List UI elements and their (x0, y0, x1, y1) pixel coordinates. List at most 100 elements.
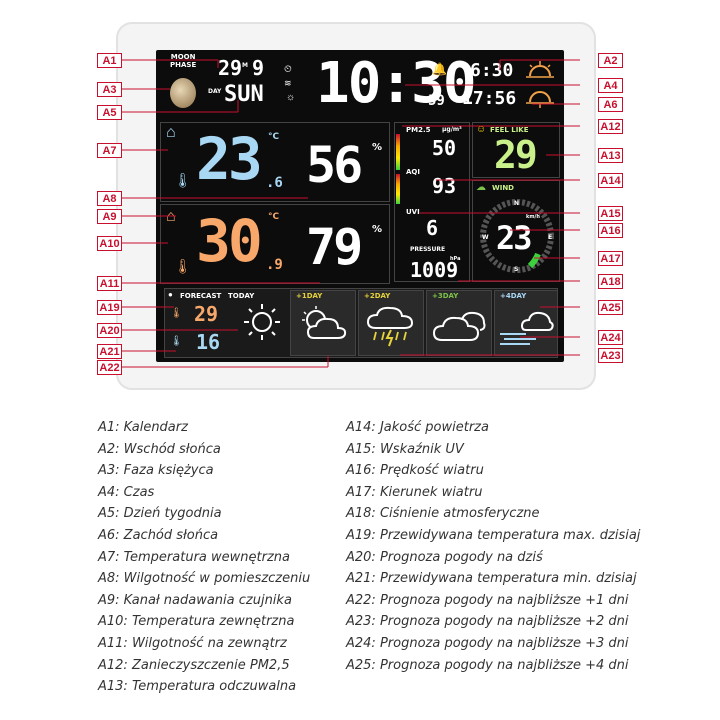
weekday: SUN (224, 82, 264, 107)
legend-item: A25: Prognoza pogody na najbliższe +4 dn… (346, 657, 629, 673)
callout-lines (122, 59, 580, 368)
legend-item: A2: Wschód słońca (98, 441, 221, 457)
thermometer-outdoor-icon: 🌡 (174, 258, 192, 274)
signal-icon: ≋ (284, 78, 292, 88)
legend-item: A7: Temperatura wewnętrzna (98, 549, 290, 565)
bell-icon: 🔔 (432, 62, 447, 76)
outdoor-temperature: 30 (196, 207, 263, 275)
callout-a1: A1 (97, 53, 122, 68)
callout-a9: A9 (97, 209, 122, 224)
callout-a24: A24 (598, 330, 623, 345)
partly-cloudy-icon (302, 306, 347, 339)
min-temp-icon: 🌡 (170, 336, 183, 347)
legend-item: A9: Kanał nadawania czujnika (98, 592, 292, 608)
callout-a2: A2 (598, 53, 623, 68)
forecast-day4-label: +4DAY (500, 292, 527, 300)
callout-a11: A11 (97, 276, 122, 291)
compass-south: S (514, 266, 519, 273)
callout-a7: A7 (97, 143, 122, 158)
legend-item: A15: Wskaźnik UV (346, 441, 464, 457)
day-label: DAY (208, 88, 222, 95)
date-separator: M (242, 62, 248, 69)
indoor-humidity-unit: % (372, 142, 383, 153)
legend-item: A8: Wilgotność w pomieszczeniu (98, 571, 311, 587)
indoor-humidity: 56 (306, 136, 363, 194)
legend-item: A21: Przewidywana temperatura min. dzisi… (346, 571, 637, 587)
pressure-unit: hPa (450, 256, 461, 262)
outdoor-temperature-decimal: .9 (266, 257, 283, 273)
legend-item: A3: Faza księżyca (98, 463, 214, 479)
outdoor-humidity: 79 (306, 218, 363, 276)
legend-item: A24: Prognoza pogody na najbliższe +3 dn… (346, 635, 629, 651)
callout-a5: A5 (97, 105, 122, 120)
legend-item: A13: Temperatura odczuwalna (98, 679, 297, 695)
clock-time: 10:30 (316, 51, 477, 116)
callout-a6: A6 (598, 97, 623, 112)
legend-item: A18: Ciśnienie atmosferyczne (346, 506, 540, 522)
compass-east: E (548, 234, 553, 241)
today-label: TODAY (228, 292, 255, 300)
pm25-label: PM2.5 (406, 126, 431, 134)
max-temp-icon: 🌡 (170, 308, 183, 319)
feel-like-panel (472, 122, 560, 178)
pressure-value: 1009 (410, 258, 459, 282)
indoor-temperature: 23 (196, 125, 263, 193)
forecast-day1-label: +1DAY (296, 292, 323, 300)
legend-item: A22: Prognoza pogody na najbliższe +1 dn… (346, 592, 629, 608)
forecast-label: FORECAST (180, 292, 222, 300)
indoor-panel (160, 122, 390, 202)
air-quality-panel (394, 122, 470, 282)
forecast-day2-label: +2DAY (364, 292, 391, 300)
cloudy-icon (432, 311, 486, 341)
callout-a3: A3 (97, 82, 122, 97)
forecast-day3-label: +3DAY (432, 292, 459, 300)
legend-item: A14: Jakość powietrza (346, 420, 489, 435)
legend-item: A17: Kierunek wiatru (346, 484, 483, 500)
outdoor-temp-unit: °C (268, 212, 280, 222)
indoor-temp-unit: °C (268, 132, 280, 142)
indoor-temperature-decimal: .6 (266, 175, 283, 191)
alarm-icon: ⏲ (284, 64, 292, 75)
thermometer-indoor-icon: 🌡 (174, 172, 192, 188)
pm25-unit: μg/m³ (442, 126, 462, 133)
legend-right: A14: Jakość powietrza A15: Wskaźnik UV A… (346, 420, 640, 679)
callout-a21: A21 (97, 344, 122, 359)
legend-item: A11: Wilgotność na zewnątrz (98, 635, 287, 651)
pm25-color-bar (396, 134, 400, 170)
sun-icon (244, 304, 280, 340)
legend-item: A16: Prędkość wiatru (346, 463, 484, 479)
pm25-value: 50 (432, 136, 457, 160)
legend-item: A4: Czas (98, 484, 155, 500)
legend-left: A1: Kalendarz A2: Wschód słońca A3: Faza… (98, 420, 310, 701)
legend-item: A5: Dzień tygodnia (98, 506, 222, 522)
legend-item: A19: Przewidywana temperatura max. dzisi… (346, 527, 641, 543)
callout-a17: A17 (598, 251, 623, 266)
wind-unit: km/h (526, 214, 540, 220)
sun-small-icon: ☼ (286, 92, 296, 103)
aqi-value: 93 (432, 174, 457, 198)
lcd-screen: MOON PHASE 29 M 9 DAY SUN ⏲ ≋ ☼ 10:30 59… (156, 50, 564, 362)
date-month: 9 (252, 56, 265, 80)
compass-ring (480, 199, 554, 273)
sunset-time: 17:56 (462, 88, 517, 109)
moon-phase-label: MOON PHASE (170, 53, 197, 69)
callout-a16: A16 (598, 223, 623, 238)
compass-north: N (514, 200, 520, 207)
forecast-day3-cell (426, 290, 492, 356)
sunrise-time: 6:30 (470, 60, 514, 81)
callout-a8: A8 (97, 191, 122, 206)
legend-item: A23: Prognoza pogody na najbliższe +2 dn… (346, 614, 629, 630)
legend-item: A1: Kalendarz (98, 420, 188, 435)
aqi-color-bar (396, 174, 400, 204)
uvi-value: 6 (426, 216, 439, 240)
callout-a4: A4 (598, 78, 623, 93)
sunset-icon (526, 91, 554, 108)
feel-like-icon: ☺ (476, 124, 487, 135)
compass-west: W (482, 234, 489, 241)
wind-icon: ☁ (476, 182, 486, 193)
outdoor-humidity-unit: % (372, 224, 383, 235)
wind-label: WIND (492, 184, 514, 192)
date-day: 29 (218, 56, 243, 80)
callout-a15: A15 (598, 206, 623, 221)
callout-a19: A19 (97, 300, 122, 315)
